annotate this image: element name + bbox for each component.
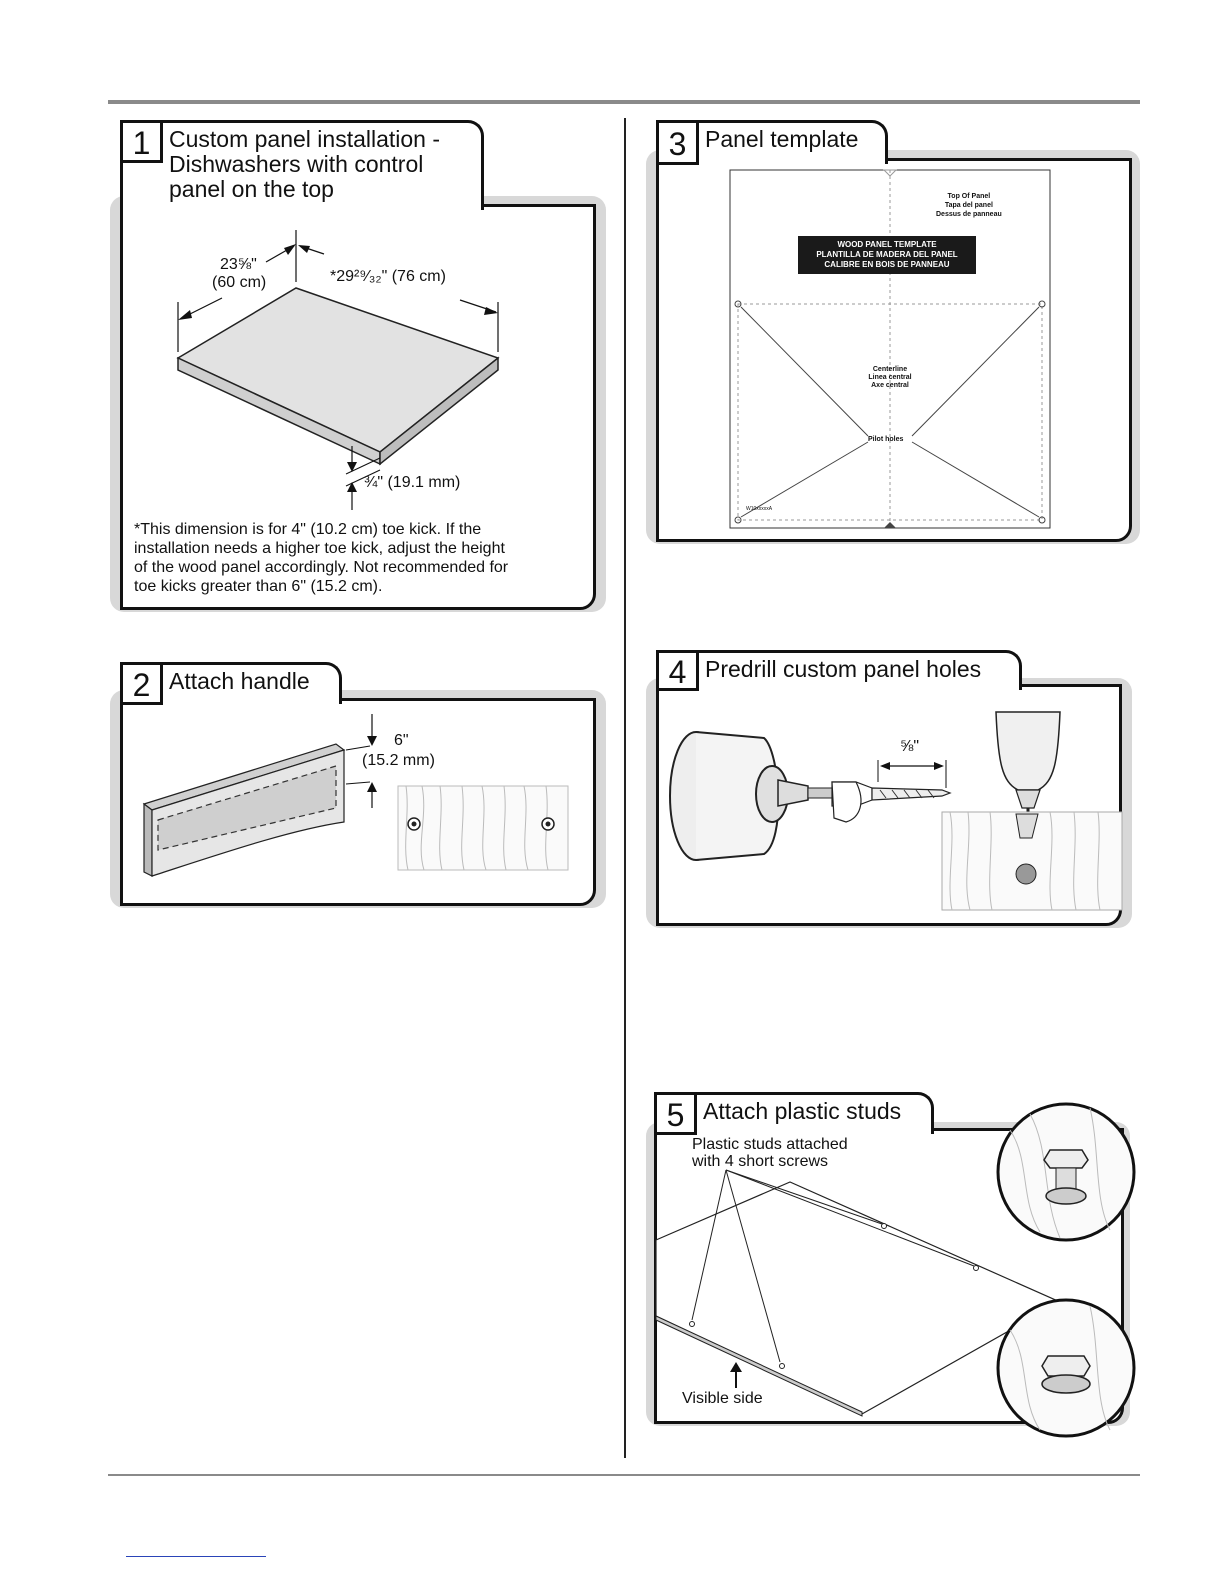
step-number: 4 <box>659 653 699 691</box>
step-number: 2 <box>123 665 163 705</box>
step-title: Attach plastic studs <box>703 1098 902 1124</box>
drill-depth-label: ⅝" <box>900 738 920 755</box>
template-diagram <box>729 169 1051 529</box>
bottom-rule <box>108 1474 1140 1476</box>
handle-dimension-metric: (15.2 mm) <box>362 752 435 769</box>
panel-1-custom-panel-installation: 1 Custom panel installation - Dishwasher… <box>110 112 606 612</box>
footer-link-underline <box>126 1556 266 1557</box>
panel-1-tab: 1 Custom panel installation - Dishwasher… <box>120 120 484 210</box>
wood-panel-illustration <box>176 230 500 510</box>
plastic-studs-callout: Plastic studs attached with 4 short scre… <box>692 1136 848 1170</box>
handle-panel-illustration <box>142 714 569 877</box>
drill-illustration <box>669 711 1123 911</box>
step-title: Predrill custom panel holes <box>705 656 982 682</box>
height-dimension-label: *29²⁹⁄₃₂" (76 cm) <box>330 268 446 285</box>
template-banner: WOOD PANEL TEMPLATE PLANTILLA DE MADERA … <box>798 236 976 274</box>
panel-2-attach-handle: 2 Attach handle 6" (15.2 mm) <box>110 654 606 908</box>
visible-side-label: Visible side <box>682 1390 763 1407</box>
step-title: Panel template <box>705 126 859 152</box>
footnote: *This dimension is for 4" (10.2 cm) toe … <box>134 521 509 595</box>
template-code: W10xxxxxA <box>746 506 773 512</box>
column-divider <box>624 118 626 1458</box>
top-rule <box>108 100 1140 104</box>
panel-3-panel-template: 3 Panel template Top Of Panel Tapa del p… <box>646 114 1140 544</box>
step-number: 5 <box>657 1095 697 1135</box>
width-dimension-metric: (60 cm) <box>212 274 267 291</box>
step-title: Custom panel installation - Dishwashers … <box>169 126 441 202</box>
pilot-holes-label: Pilot holes <box>868 436 904 443</box>
thickness-dimension-label: ¾" (19.1 mm) <box>364 474 461 491</box>
step-number: 1 <box>123 123 163 163</box>
handle-dimension-label: 6" <box>394 732 409 749</box>
centerline-label: Centerline Linea central Axe central <box>868 366 912 389</box>
step-title: Attach handle <box>169 668 310 694</box>
panel-2-tab: 2 Attach handle <box>120 662 342 705</box>
width-dimension-label: 23⅝" <box>220 256 257 273</box>
panel-4-tab: 4 Predrill custom panel holes <box>656 650 1022 691</box>
panel-4-predrill-holes: 4 Predrill custom panel holes ⅝" <box>646 642 1132 928</box>
top-of-panel-label: Top Of Panel Tapa del panel Dessus de pa… <box>936 193 1002 218</box>
step-number: 3 <box>659 123 699 165</box>
panel-5-tab: 5 Attach plastic studs <box>654 1092 934 1135</box>
panel-3-tab: 3 Panel template <box>656 120 888 165</box>
